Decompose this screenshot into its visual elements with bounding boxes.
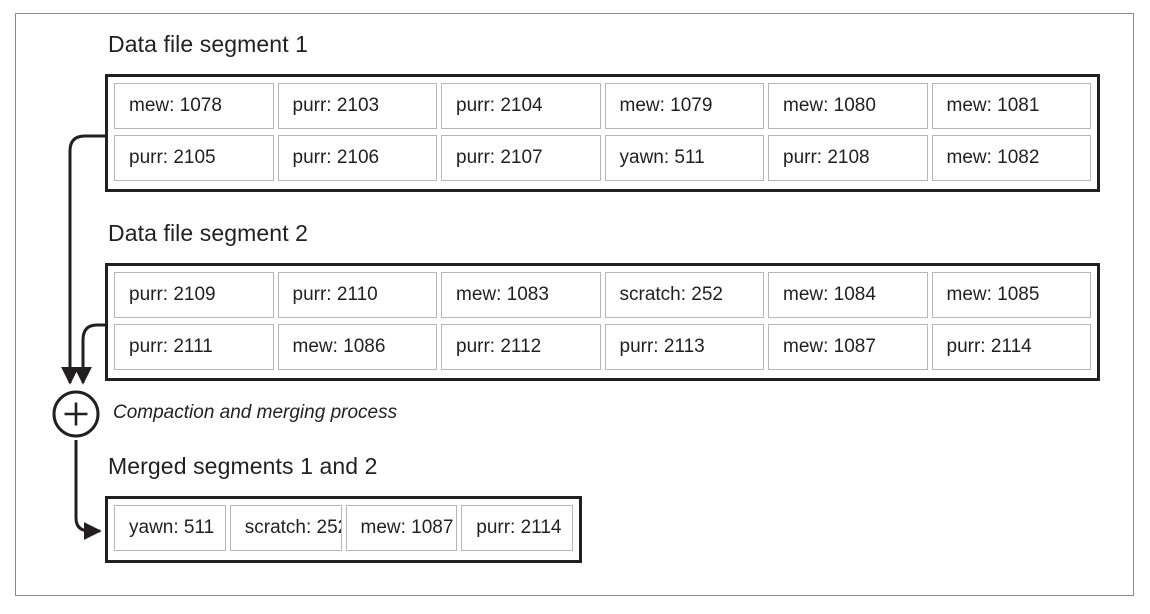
log-entry-cell: yawn: 511 (114, 505, 226, 551)
log-entry-cell: purr: 2108 (768, 135, 928, 181)
merged-segments-title: Merged segments 1 and 2 (108, 453, 378, 479)
segment-2-box: purr: 2109 purr: 2110 mew: 1083 scratch:… (105, 263, 1100, 381)
log-entry-cell: mew: 1085 (931, 272, 1091, 318)
log-entry-cell: purr: 2103 (277, 83, 437, 129)
segment-2-title: Data file segment 2 (108, 220, 309, 246)
log-entry-cell: mew: 1086 (277, 324, 437, 370)
table-row: purr: 2105 purr: 2106 purr: 2107 yawn: 5… (114, 135, 1091, 181)
log-entry-cell: mew: 1083 (441, 272, 601, 318)
log-entry-cell: mew: 1079 (604, 83, 764, 129)
log-entry-cell: purr: 2104 (441, 83, 601, 129)
log-entry-cell: purr: 2113 (604, 324, 764, 370)
table-row: yawn: 511 scratch: 252 mew: 1087 purr: 2… (114, 505, 573, 551)
compaction-node (52, 390, 100, 438)
table-row: purr: 2111 mew: 1086 purr: 2112 purr: 21… (114, 324, 1091, 370)
log-entry-cell: purr: 2109 (114, 272, 274, 318)
log-entry-cell: purr: 2105 (114, 135, 274, 181)
log-entry-cell: purr: 2114 (931, 324, 1091, 370)
log-entry-cell: scratch: 252 (229, 505, 342, 551)
plus-icon (64, 402, 88, 426)
table-row: mew: 1078 purr: 2103 purr: 2104 mew: 107… (114, 83, 1091, 129)
log-entry-cell: scratch: 252 (604, 272, 764, 318)
log-entry-cell: mew: 1078 (114, 83, 274, 129)
log-entry-cell: mew: 1087 (768, 324, 928, 370)
table-row: purr: 2109 purr: 2110 mew: 1083 scratch:… (114, 272, 1091, 318)
log-entry-cell: mew: 1081 (931, 83, 1091, 129)
log-entry-cell: purr: 2112 (441, 324, 601, 370)
log-entry-cell: mew: 1084 (768, 272, 928, 318)
log-entry-cell: purr: 2114 (461, 505, 573, 551)
log-entry-cell: purr: 2111 (114, 324, 274, 370)
compaction-process-label: Compaction and merging process (113, 402, 398, 423)
segment-1-title: Data file segment 1 (108, 31, 309, 57)
log-entry-cell: purr: 2110 (277, 272, 437, 318)
segment-1-box: mew: 1078 purr: 2103 purr: 2104 mew: 107… (105, 74, 1100, 192)
log-entry-cell: yawn: 511 (604, 135, 764, 181)
merged-segments-box: yawn: 511 scratch: 252 mew: 1087 purr: 2… (105, 496, 582, 563)
log-entry-cell: purr: 2107 (441, 135, 601, 181)
log-entry-cell: mew: 1087 (345, 505, 458, 551)
log-entry-cell: purr: 2106 (277, 135, 437, 181)
log-entry-cell: mew: 1082 (931, 135, 1091, 181)
log-entry-cell: mew: 1080 (768, 83, 928, 129)
